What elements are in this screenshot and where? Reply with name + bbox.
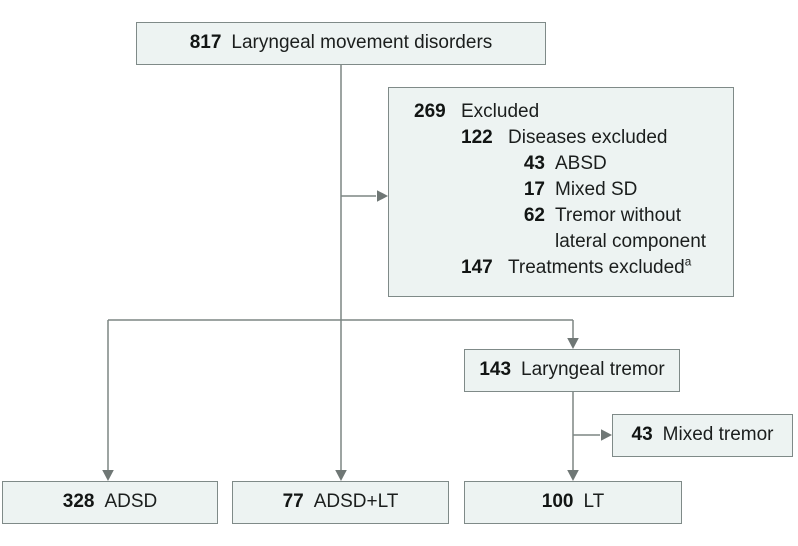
- excluded-line: 43 ABSD: [389, 151, 721, 177]
- excluded-line: 147 Treatments excludeda: [389, 255, 721, 281]
- label: ABSD: [555, 153, 607, 174]
- count: 269: [414, 101, 446, 122]
- label: LT: [583, 491, 605, 513]
- label-text: Treatments excluded: [508, 257, 685, 278]
- excluded-line: 269 Excluded: [389, 99, 721, 125]
- label: ADSD: [104, 491, 158, 513]
- arrowhead-excluded: [377, 190, 388, 202]
- box-laryngeal-tremor: 143 Laryngeal tremor: [464, 349, 680, 392]
- count: 100: [541, 491, 574, 513]
- label: ADSD+LT: [313, 491, 399, 513]
- count: 77: [282, 491, 304, 513]
- arrowhead-adsd: [102, 470, 114, 481]
- label: Treatments excludeda: [508, 255, 721, 281]
- arrowhead-adsdlt: [335, 470, 347, 481]
- excluded-line: 17 Mixed SD: [389, 177, 721, 203]
- box-excluded: 269 Excluded 122 Diseases excluded 43 AB…: [388, 87, 734, 297]
- label: Mixed SD: [555, 179, 638, 200]
- count: 43: [631, 424, 653, 446]
- count: 817: [189, 32, 222, 54]
- arrowhead-mixed-tremor: [601, 429, 612, 441]
- count: 62: [523, 205, 545, 226]
- label: Excluded: [461, 101, 540, 122]
- box-laryngeal-movement-disorders: 817 Laryngeal movement disorders: [136, 22, 546, 65]
- box-adsd: 328 ADSD: [2, 481, 218, 524]
- label: Diseases excluded: [508, 127, 668, 148]
- label: Laryngeal movement disorders: [231, 32, 493, 54]
- excluded-line: 122 Diseases excluded: [389, 125, 721, 151]
- box-lt: 100 LT: [464, 481, 682, 524]
- excluded-line: 62 Tremor without lateral component: [389, 203, 721, 255]
- arrowhead-lt: [567, 470, 579, 481]
- label: Laryngeal tremor: [521, 359, 665, 381]
- label: Tremor without lateral component: [555, 205, 707, 252]
- count: 17: [523, 179, 545, 200]
- label: Mixed tremor: [662, 424, 774, 446]
- box-adsd-lt: 77 ADSD+LT: [232, 481, 449, 524]
- count: 147: [461, 257, 493, 278]
- footnote-marker: a: [684, 255, 692, 269]
- count: 143: [479, 359, 512, 381]
- count: 43: [523, 153, 545, 174]
- count: 122: [461, 127, 493, 148]
- arrowhead-laryngeal-tremor: [567, 338, 579, 349]
- count: 328: [62, 491, 95, 513]
- box-mixed-tremor: 43 Mixed tremor: [612, 414, 793, 457]
